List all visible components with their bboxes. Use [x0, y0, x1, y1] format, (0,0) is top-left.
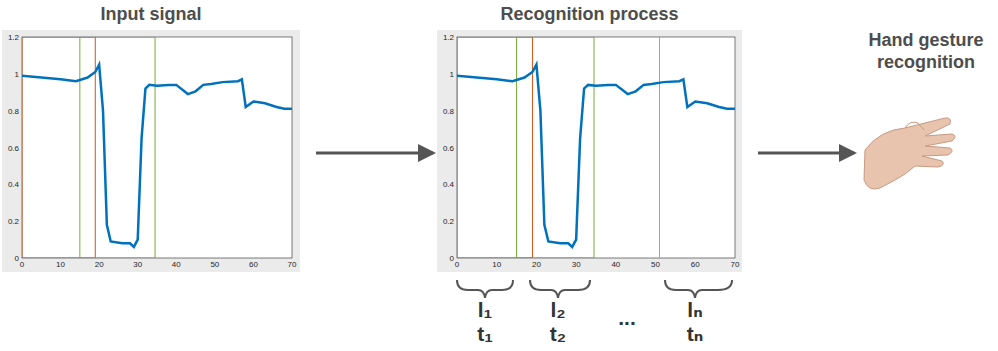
axis-tick: 0.8 — [443, 106, 454, 115]
axis-tick: 50 — [651, 260, 660, 269]
axis-tick: 0 — [455, 260, 459, 269]
plot-frame — [437, 30, 742, 272]
axis-tick: 30 — [133, 260, 142, 269]
window-time: tₙ — [687, 322, 704, 346]
brace — [530, 280, 590, 298]
axis-tick: 0.2 — [8, 217, 19, 226]
axis-tick: 60 — [249, 260, 258, 269]
axis-tick: 0 — [20, 260, 24, 269]
axis-tick: 70 — [288, 260, 297, 269]
axis-tick: 0.8 — [8, 106, 19, 115]
axis-tick: 0 — [450, 254, 454, 263]
axis-tick: 1.2 — [443, 33, 454, 42]
axis-tick: 1.2 — [8, 33, 19, 42]
axis-tick: 0.6 — [8, 143, 19, 152]
window-length: l₁ — [478, 298, 493, 322]
plot-panel: Input signal — [2, 4, 300, 272]
axis-tick: 20 — [95, 260, 104, 269]
hand-illustration — [864, 118, 955, 189]
plot-axes — [457, 37, 735, 258]
axis-tick: 10 — [492, 260, 501, 269]
axis-tick: 0.2 — [443, 217, 454, 226]
flow-arrow — [316, 152, 433, 155]
axis-tick: 40 — [611, 260, 620, 269]
axis-tick: 20 — [532, 260, 541, 269]
signal-plot — [22, 37, 292, 258]
plot-frame — [2, 30, 300, 272]
axis-tick: 1 — [15, 69, 19, 78]
brace — [665, 280, 732, 298]
axis-tick: 50 — [210, 260, 219, 269]
window-time: t₂ — [550, 322, 566, 346]
axis-tick: 0 — [15, 254, 19, 263]
ellipsis: ... — [618, 306, 636, 330]
axis-tick: 1 — [450, 69, 454, 78]
axis-tick: 0.6 — [443, 143, 454, 152]
output-block: Hand gesture recognition — [858, 30, 994, 195]
brace — [457, 280, 513, 298]
plot-axes — [22, 37, 292, 258]
output-title: Hand gesture recognition — [858, 30, 994, 73]
axis-tick: 0.4 — [443, 180, 454, 189]
axis-tick: 0.4 — [8, 180, 19, 189]
window-length: lₙ — [687, 298, 702, 322]
window-length: l₂ — [550, 298, 565, 322]
axis-tick: 30 — [572, 260, 581, 269]
plot-panel: Recognition process — [437, 4, 742, 272]
axis-tick: 70 — [731, 260, 740, 269]
signal-plot — [457, 37, 735, 258]
panel-title: Input signal — [2, 4, 300, 25]
window-time: t₁ — [477, 322, 493, 346]
flow-arrow — [758, 152, 854, 155]
panel-title: Recognition process — [437, 4, 742, 25]
axis-tick: 40 — [172, 260, 181, 269]
axis-tick: 10 — [56, 260, 65, 269]
axis-tick: 60 — [691, 260, 700, 269]
